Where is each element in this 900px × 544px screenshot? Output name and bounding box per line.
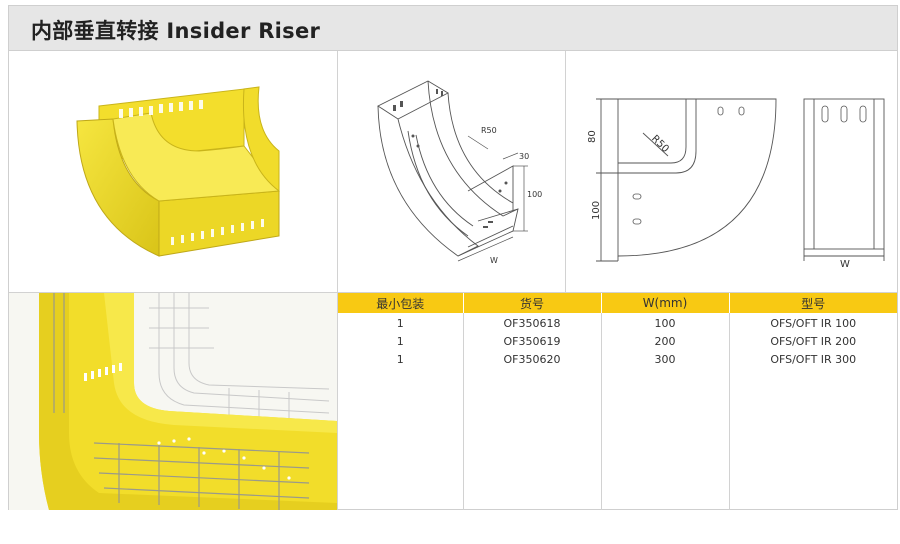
title-bar: 内部垂直转接 Insider Riser <box>9 6 897 51</box>
table-cell: OF350618 <box>503 317 561 330</box>
orthographic-drawing-cell: 80 100 R50 W <box>566 51 897 293</box>
side-dim-100: 100 <box>591 201 602 220</box>
iso-dim-100: 100 <box>527 190 542 199</box>
table-cell: 1 <box>396 353 404 366</box>
table-cell: 1 <box>396 335 404 348</box>
iso-radius-label: R50 <box>481 126 497 135</box>
model-column: OFS/OFT IR 100 OFS/OFT IR 200 OFS/OFT IR… <box>729 313 897 510</box>
iso-width-label: W <box>490 256 498 265</box>
table-cell: OFS/OFT IR 300 <box>770 353 857 366</box>
spec-table-header: 最小包装 货号 W(mm) 型号 <box>338 293 897 313</box>
iso-dim-30: 30 <box>519 152 529 161</box>
min-package-column: 1 1 1 <box>338 313 464 510</box>
application-photo-cell <box>9 293 338 510</box>
table-cell: 200 <box>654 335 676 348</box>
table-cell: OFS/OFT IR 100 <box>770 317 857 330</box>
spec-table: 最小包装 货号 W(mm) 型号 1 1 1 OF350618 OF350619 <box>338 293 897 510</box>
riser-product-image <box>76 86 280 257</box>
table-cell: OF350620 <box>503 353 561 366</box>
installation-photo <box>9 293 337 510</box>
side-dim-80: 80 <box>587 130 598 143</box>
isometric-drawing-cell: R50 30 100 W <box>338 51 566 293</box>
col-width: W(mm) <box>601 293 730 313</box>
page-title: 内部垂直转接 Insider Riser <box>31 19 321 43</box>
spec-table-body: 1 1 1 OF350618 OF350619 OF350620 100 200… <box>338 313 897 510</box>
width-column: 100 200 300 <box>601 313 730 510</box>
col-min-package: 最小包装 <box>338 293 464 313</box>
spec-table-area: 最小包装 货号 W(mm) 型号 1 1 1 OF350618 OF350619 <box>338 293 897 510</box>
table-cell: OF350619 <box>503 335 561 348</box>
orthographic-drawing: 80 100 R50 W <box>587 98 885 270</box>
product-photo-cell <box>9 51 338 293</box>
table-cell: 1 <box>396 317 404 330</box>
table-cell: 300 <box>654 353 676 366</box>
col-model: 型号 <box>729 293 897 313</box>
table-cell: OFS/OFT IR 200 <box>770 335 857 348</box>
table-cell: 100 <box>654 317 676 330</box>
isometric-drawing: R50 30 100 W <box>377 80 542 265</box>
side-radius-label: R50 <box>649 133 671 155</box>
product-sheet: 内部垂直转接 Insider Riser <box>8 5 898 510</box>
col-item-number: 货号 <box>463 293 602 313</box>
item-number-column: OF350618 OF350619 OF350620 <box>463 313 602 510</box>
front-width-label: W <box>840 259 850 270</box>
